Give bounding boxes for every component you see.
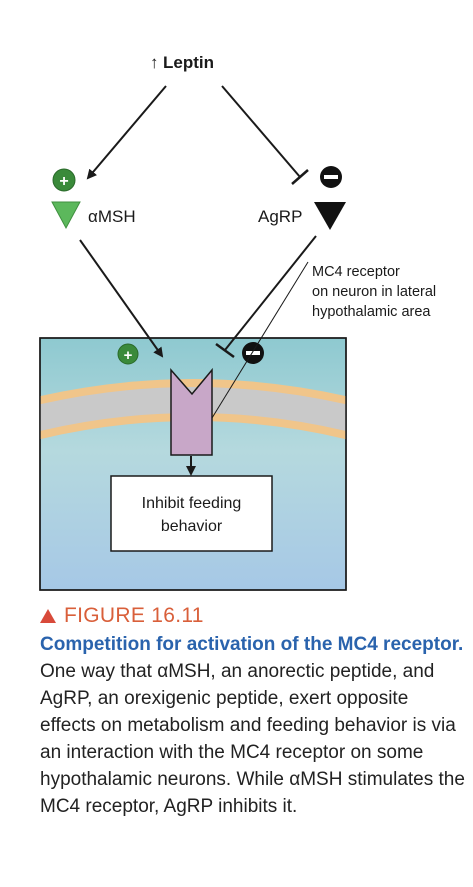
amsh-to-receptor-arrow: [79, 239, 164, 358]
svg-text:on neuron in lateral: on neuron in lateral: [312, 284, 436, 300]
minus-icon: [320, 166, 342, 188]
amsh-label: αMSH: [88, 207, 136, 226]
amsh-triangle-icon: [51, 201, 81, 230]
leptin-up-arrow: ↑: [150, 53, 159, 72]
callout-leader-line: [211, 261, 309, 419]
svg-text:Inhibit feeding: Inhibit feeding: [142, 495, 242, 512]
agrp-triangle-icon: [314, 202, 346, 230]
agrp-to-receptor-inhibition: [215, 235, 317, 359]
leptin-label: ↑ Leptin: [150, 53, 214, 72]
receptor-callout: MC4 receptor on neuron in lateral hypoth…: [312, 264, 436, 320]
plus-icon: +: [117, 343, 139, 365]
svg-text:behavior: behavior: [161, 518, 223, 535]
leptin-text: Leptin: [163, 53, 214, 72]
neuron-cell: [39, 337, 347, 591]
leptin-to-agrp-inhibition: [221, 85, 309, 185]
svg-text:+: +: [59, 173, 68, 190]
svg-text:MC4 receptor: MC4 receptor: [312, 264, 400, 280]
caption-body: One way that αMSH, an anorectic peptide,…: [40, 661, 465, 817]
triangle-marker-icon: [40, 609, 56, 623]
mc4-diagram: ↑ Leptin + αMSH AgRP MC4 receptor on neu…: [39, 53, 436, 591]
figure-label: FIGURE 16.11: [64, 604, 204, 627]
figure-caption: FIGURE 16.11 Competition for activation …: [40, 604, 465, 820]
caption-text: Competition for activation of the MC4 re…: [40, 631, 465, 820]
leptin-to-amsh-arrow: [86, 85, 167, 180]
caption-title: Competition for activation of the MC4 re…: [40, 634, 464, 655]
mc4-receptor: [170, 367, 213, 456]
agrp-label: AgRP: [258, 207, 302, 226]
svg-text:hypothalamic area: hypothalamic area: [312, 304, 431, 320]
minus-icon: [242, 342, 264, 364]
figure-label-line: FIGURE 16.11: [40, 604, 465, 628]
outcome-box: Inhibit feeding behavior: [110, 475, 273, 552]
svg-text:+: +: [124, 347, 133, 364]
plus-icon: +: [52, 168, 76, 192]
